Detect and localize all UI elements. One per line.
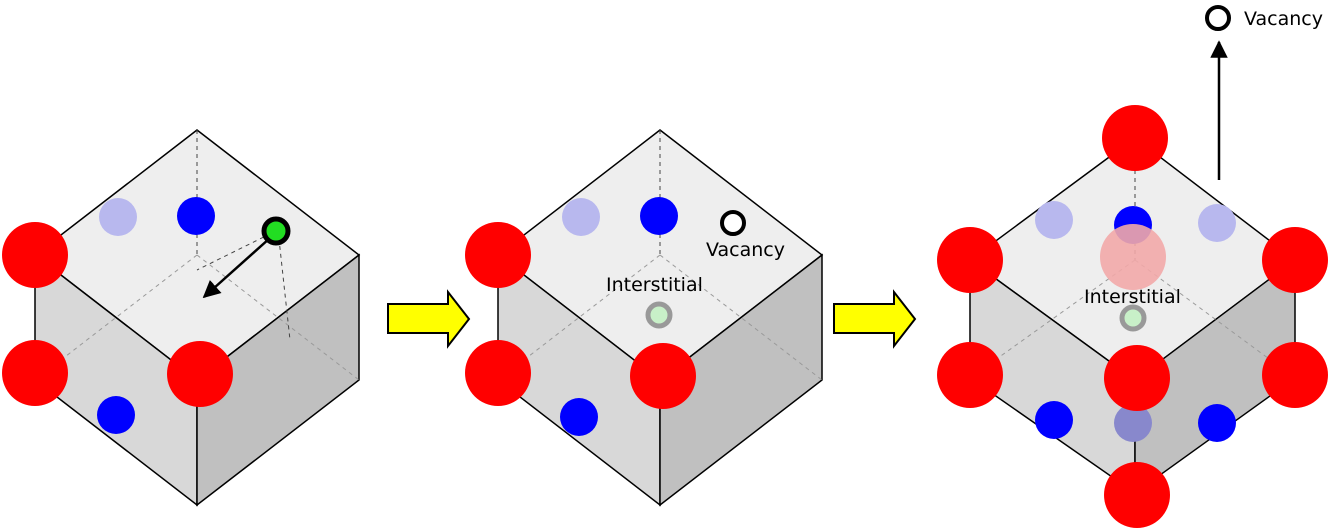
cation-atom [937, 342, 1003, 408]
vacancy-icon [1205, 5, 1231, 31]
cube-1-hidden-edge-right [196, 254, 360, 381]
cation-atom [167, 341, 233, 407]
cation-atom [465, 340, 531, 406]
cation-atom-faded [1100, 224, 1166, 290]
cation-atom [1262, 342, 1328, 408]
interstitial-atom [1119, 304, 1147, 332]
interstitial-label: Interstitial [1084, 286, 1181, 308]
step-arrow-2-icon [833, 289, 917, 349]
cation-atom [1262, 227, 1328, 293]
cube-2-hidden-edge-right [659, 254, 823, 381]
step-arrow-1 [387, 289, 471, 349]
panel-2-frenkel-pair: Vacancy Interstitial [465, 129, 824, 507]
step-arrow-1-icon [387, 289, 471, 349]
cation-atom [2, 340, 68, 406]
cube-2-right-face [659, 253, 823, 507]
anion-atom-faded [1114, 404, 1152, 442]
step-arrow-2 [833, 289, 917, 349]
cube-2 [496, 129, 824, 507]
anion-atom [640, 197, 678, 235]
cation-atom [630, 343, 696, 409]
cation-atom [465, 222, 531, 288]
cube-1-diagonal [196, 229, 279, 271]
cation-atom [1102, 105, 1168, 171]
anion-atom [177, 197, 215, 235]
interstitial-atom [645, 301, 673, 329]
vacancy-label: Vacancy [706, 239, 785, 261]
anion-atom [1198, 404, 1236, 442]
cation-atom [1104, 462, 1170, 528]
anion-atom [97, 396, 135, 434]
cation-atom [2, 222, 68, 288]
cube-1-right-face [196, 253, 360, 507]
migration-arrow [202, 237, 271, 299]
cube-1 [33, 129, 361, 507]
panel-3-vacancy-escape: Interstitial Vacancy [937, 5, 1328, 528]
cation-atom [1104, 345, 1170, 411]
anion-atom-faded [1035, 201, 1073, 239]
vacancy-icon [720, 210, 746, 236]
anion-atom-faded [1198, 204, 1236, 242]
cube-1-inner-guide [277, 229, 291, 341]
cation-atom [937, 227, 1003, 293]
anion-atom [1035, 401, 1073, 439]
cube-3-hidden-edge-right [1134, 259, 1296, 379]
anion-atom-faded [99, 198, 137, 236]
anion-atom [560, 398, 598, 436]
migrating-atom [261, 216, 291, 246]
panel-1-perfect-lattice [2, 129, 361, 507]
vacancy-label: Vacancy [1244, 8, 1323, 30]
interstitial-label: Interstitial [606, 274, 703, 296]
anion-atom-faded [562, 198, 600, 236]
